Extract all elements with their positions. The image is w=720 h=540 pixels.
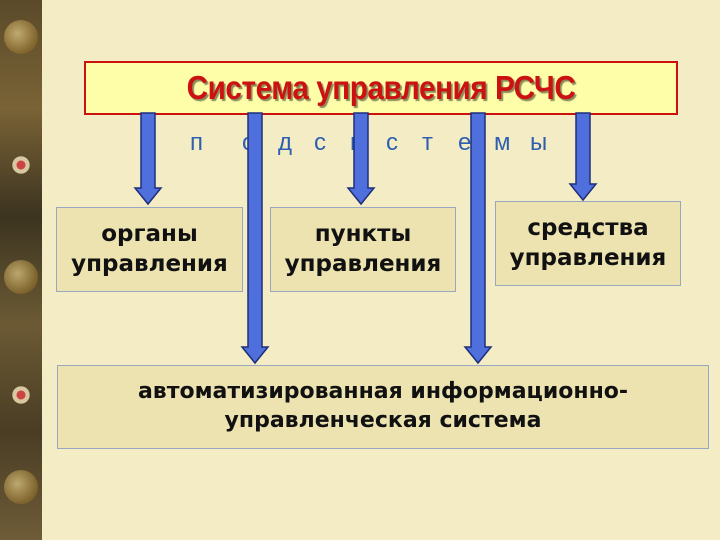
box-automated-system: автоматизированная информационно- управл…: [57, 365, 709, 449]
box-line: органы: [101, 220, 198, 247]
subtitle-letter: т: [422, 129, 433, 156]
box-line: управления: [284, 250, 442, 277]
title-box: Система управления РСЧС: [84, 61, 678, 115]
box-line: средства: [527, 214, 649, 241]
box-control-points: пункты управления: [270, 207, 456, 292]
box-control-means: средства управления: [495, 201, 681, 286]
arrow-to-control-bodies: [133, 112, 163, 206]
box-line: автоматизированная информационно-: [137, 379, 629, 405]
box-line: пункты: [314, 220, 412, 247]
medal-icon: [4, 20, 38, 54]
subtitle-letter: с: [386, 129, 398, 156]
box-line: управления: [509, 244, 667, 271]
subtitle-letter: п: [190, 129, 203, 156]
arrow-to-automated-system-left: [240, 112, 270, 365]
box-control-bodies: органы управления: [56, 207, 243, 292]
arrow-to-automated-system-right: [463, 112, 493, 365]
medal-icon: [4, 260, 38, 294]
diagram-title: Система управления РСЧС: [186, 69, 576, 106]
subtitle-letter: е: [458, 129, 472, 156]
decorative-sidebar: [0, 0, 42, 540]
subtitle-letter: м: [494, 129, 511, 156]
subtitle-letter: с: [314, 129, 326, 156]
box-line: управленческая система: [224, 408, 542, 433]
order-cross-icon: [6, 380, 36, 410]
arrow-to-control-means: [568, 112, 598, 202]
order-cross-icon: [6, 150, 36, 180]
box-line: управления: [71, 250, 228, 277]
medal-icon: [4, 470, 38, 504]
arrow-to-control-points: [346, 112, 376, 206]
subtitle-letter: ы: [530, 129, 548, 156]
subtitle-letter: д: [278, 129, 293, 156]
